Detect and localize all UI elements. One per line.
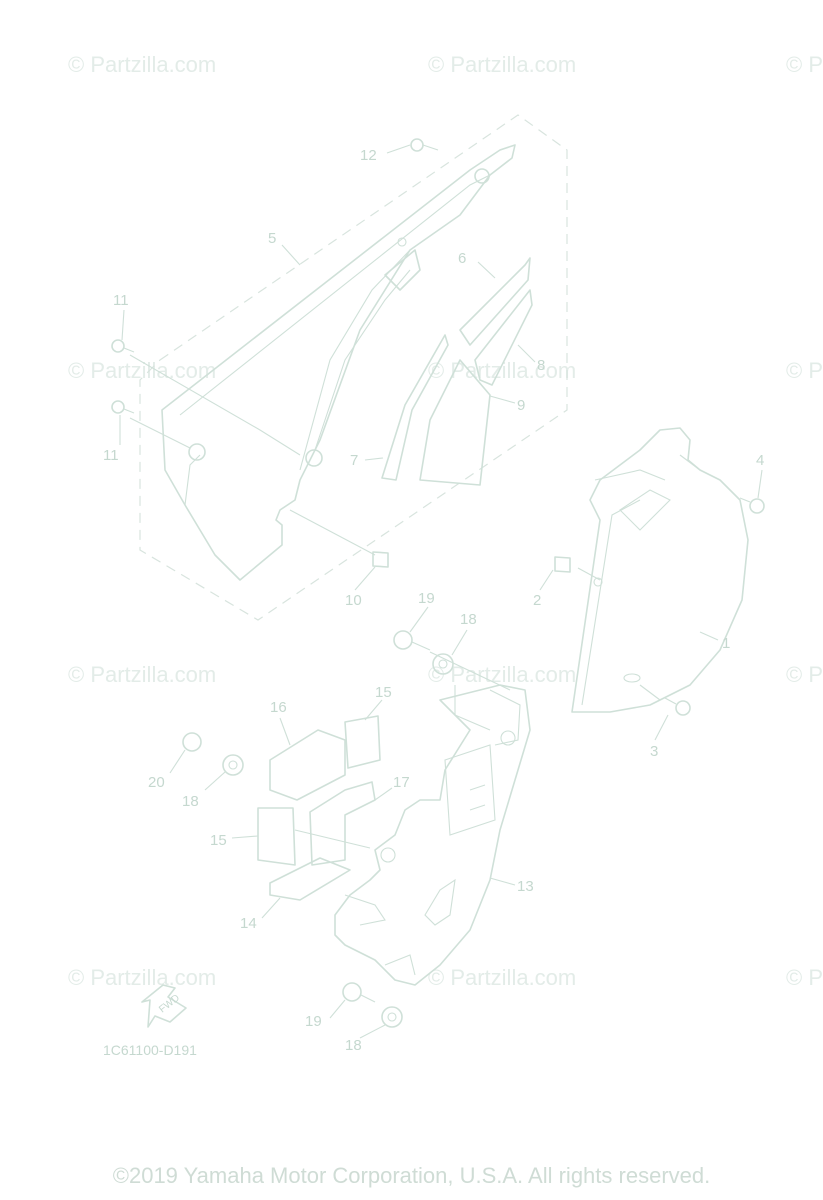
callout-label: 12 bbox=[360, 147, 377, 164]
side-cover-frame-part bbox=[161, 144, 516, 581]
callout-label: 18 bbox=[460, 611, 477, 628]
callout-label: 5 bbox=[268, 230, 276, 247]
watermark: © Partzilla.com bbox=[68, 52, 216, 77]
assembly-frame-dashed bbox=[139, 114, 568, 621]
callout-label: 15 bbox=[375, 684, 392, 701]
watermark: © Partzilla.com bbox=[428, 662, 576, 687]
fasteners bbox=[111, 138, 765, 1028]
watermark: © Partzilla.com bbox=[428, 52, 576, 77]
copyright-notice: ©2019 Yamaha Motor Corporation, U.S.A. A… bbox=[112, 1163, 711, 1188]
watermark: © Partzilla.com bbox=[786, 662, 823, 687]
callout-label: 15 bbox=[210, 832, 227, 849]
fwd-arrow-icon: FWD bbox=[141, 984, 187, 1028]
callout-label: 8 bbox=[537, 357, 545, 374]
callout-label: 20 bbox=[148, 774, 165, 791]
lower-cover-part bbox=[334, 684, 531, 986]
watermark: © Partzilla.com bbox=[68, 965, 216, 990]
callout-label: 17 bbox=[393, 774, 410, 791]
watermark: © Partzilla.com bbox=[786, 52, 823, 77]
callout-labels: 12 5 6 11 8 9 11 7 4 2 10 19 18 1 15 16 … bbox=[103, 147, 764, 1054]
damper-blocks bbox=[257, 715, 381, 901]
inner-panel-parts bbox=[459, 257, 533, 386]
callout-label: 16 bbox=[270, 699, 287, 716]
callout-label: 6 bbox=[458, 250, 466, 267]
seal-strip-parts bbox=[381, 334, 491, 486]
callout-label: 14 bbox=[240, 915, 257, 932]
callout-label: 11 bbox=[103, 447, 119, 464]
callout-label: 18 bbox=[182, 793, 199, 810]
callout-label: 19 bbox=[305, 1013, 322, 1030]
callout-label: 9 bbox=[517, 397, 525, 414]
watermark: © Partzilla.com bbox=[68, 662, 216, 687]
diagram-code: 1C61100-D191 bbox=[103, 1042, 197, 1058]
watermark: © Partzilla.com bbox=[786, 358, 823, 383]
watermark: © Partzilla.com bbox=[786, 965, 823, 990]
callout-label: 11 bbox=[113, 292, 129, 309]
watermark-layer: © Partzilla.com © Partzilla.com © Partzi… bbox=[68, 52, 823, 990]
callout-label: 19 bbox=[418, 590, 435, 607]
callout-label: 1 bbox=[722, 635, 730, 652]
callout-label: 3 bbox=[650, 743, 658, 760]
fwd-label: FWD bbox=[157, 993, 182, 1016]
callout-label: 10 bbox=[345, 592, 362, 609]
callout-label: 18 bbox=[345, 1037, 362, 1054]
callout-label: 13 bbox=[517, 878, 534, 895]
callout-label: 2 bbox=[533, 592, 541, 609]
watermark: © Partzilla.com bbox=[428, 965, 576, 990]
callout-label: 7 bbox=[350, 452, 358, 469]
callout-label: 4 bbox=[756, 452, 764, 469]
side-cover-part bbox=[571, 427, 749, 713]
leader-lines bbox=[119, 144, 763, 1039]
watermark: © Partzilla.com bbox=[428, 358, 576, 383]
